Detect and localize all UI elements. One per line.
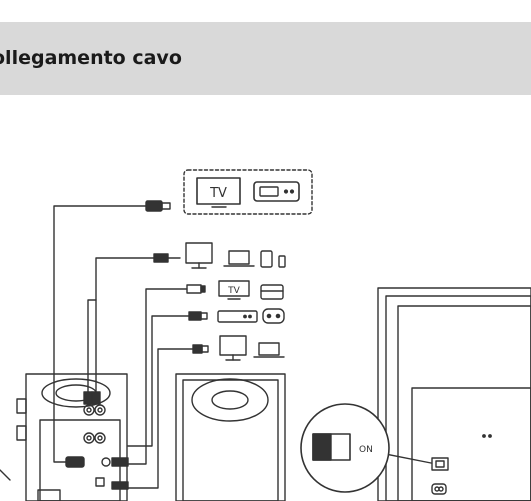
optical-cable <box>127 288 188 465</box>
gamepad-icon <box>262 308 285 324</box>
rca-plug-icon <box>83 391 101 405</box>
switch-on-label: ON <box>359 445 373 455</box>
right-speaker-front <box>175 373 286 501</box>
tablet-icon <box>260 250 273 268</box>
tv-small-icon <box>218 280 250 300</box>
pc-monitor-icon <box>219 335 247 361</box>
game-box-icon <box>260 284 284 300</box>
tv-large-label: TV <box>209 186 227 201</box>
section-header: ollegamento cavo <box>0 22 531 95</box>
tv-large-icon <box>196 177 241 208</box>
laptop-icon <box>223 250 255 267</box>
coaxial-plug-icon <box>188 311 208 321</box>
tv-group-box <box>183 169 313 215</box>
aux-plug-icon <box>153 253 181 263</box>
power-switch-magnifier <box>300 403 390 493</box>
hdmi-cable <box>53 205 147 463</box>
set-top-box-icon <box>253 181 300 202</box>
notebook-icon <box>253 342 285 358</box>
monitor-icon <box>185 242 213 269</box>
optical-plug-icon <box>186 284 206 294</box>
usb-plug-icon <box>192 344 209 354</box>
section-title: ollegamento cavo <box>0 47 182 69</box>
hdmi-plug-icon <box>145 200 171 212</box>
usb-cable <box>127 348 194 489</box>
rca-cable <box>95 257 155 393</box>
subwoofer-rear <box>377 287 531 501</box>
coaxial-cable <box>127 315 190 447</box>
left-speaker-rear <box>0 373 129 501</box>
phone-icon <box>278 255 286 268</box>
dvd-player-icon <box>217 310 258 323</box>
tv-small-label: TV <box>227 286 240 296</box>
